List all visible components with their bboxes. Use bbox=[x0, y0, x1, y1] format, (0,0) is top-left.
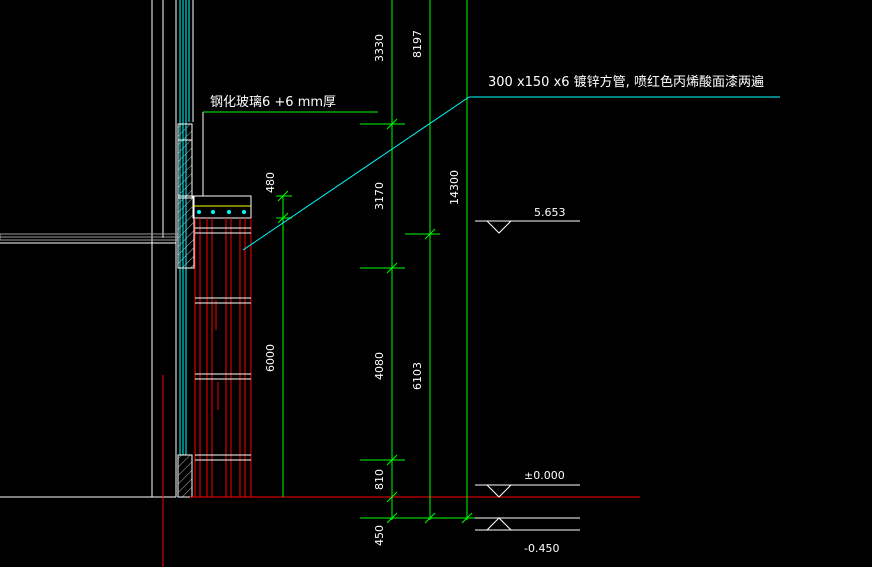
pipe-note-label: 300 x150 x6 镀锌方管, 喷红色丙烯酸面漆两遍 bbox=[488, 74, 764, 90]
dimension-lines bbox=[203, 0, 475, 524]
dim-left-6000: 6000 bbox=[264, 344, 277, 372]
dim-right-8197: 8197 bbox=[411, 30, 424, 58]
dim-mid-4080: 4080 bbox=[373, 352, 386, 380]
pipe-cross-members bbox=[195, 227, 251, 461]
dim-mid-810: 810 bbox=[373, 469, 386, 490]
level-markers bbox=[475, 220, 580, 531]
hatched-concrete bbox=[177, 123, 195, 498]
glass-frame-white bbox=[192, 0, 204, 196]
floor-slab bbox=[0, 233, 179, 241]
level-lower-label: -0.450 bbox=[524, 542, 559, 555]
building-wall-outline bbox=[0, 0, 177, 498]
dim-right-14300: 14300 bbox=[448, 170, 461, 205]
dim-right-6103: 6103 bbox=[411, 362, 424, 390]
dim-mid-3170: 3170 bbox=[373, 182, 386, 210]
level-upper-label: 5.653 bbox=[534, 206, 566, 219]
dim-left-480: 480 bbox=[264, 172, 277, 193]
glass-note-label: 钢化玻璃6 +6 mm厚 bbox=[210, 95, 336, 110]
steel-pipe-structure bbox=[162, 218, 640, 567]
pipe-note-leader bbox=[242, 96, 780, 251]
dim-mid-450: 450 bbox=[373, 525, 386, 546]
top-beam bbox=[192, 195, 252, 219]
dim-mid-3330: 3330 bbox=[373, 34, 386, 62]
level-zero-label: ±0.000 bbox=[524, 469, 565, 482]
